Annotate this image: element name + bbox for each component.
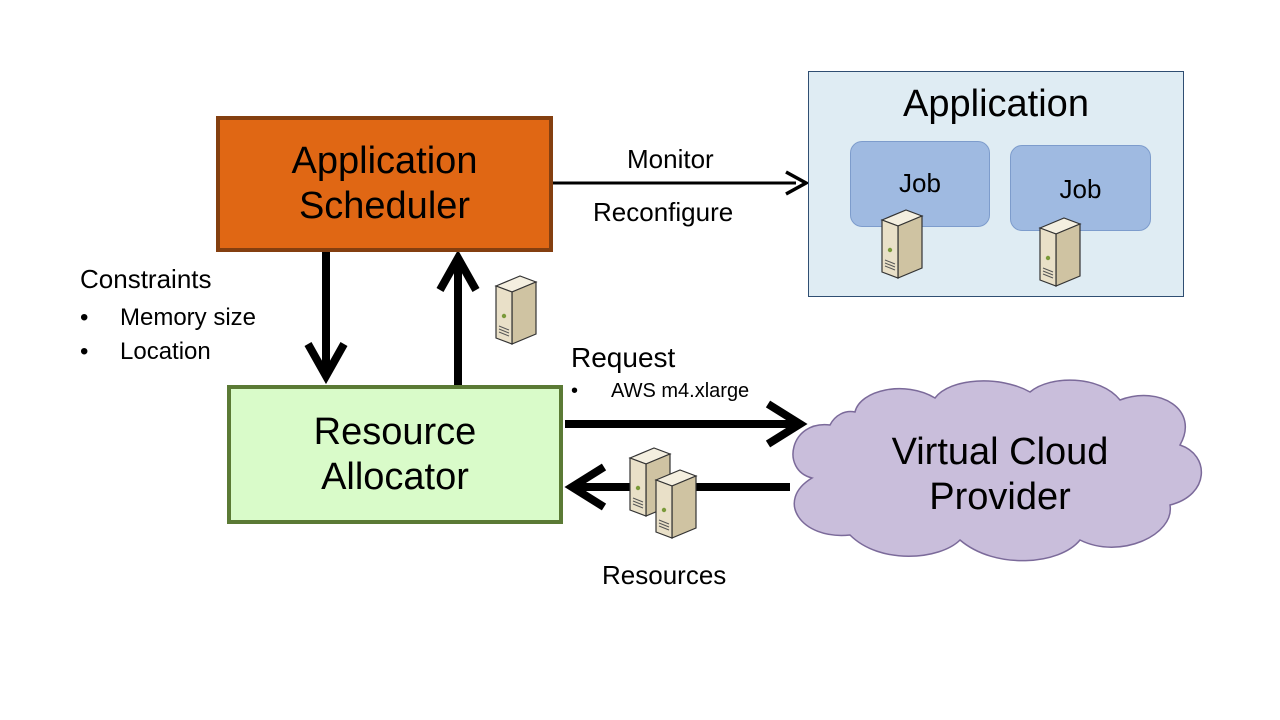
arrow-request [565,400,808,448]
resource-allocator-node: Resource Allocator [227,385,563,524]
allocator-label: Resource Allocator [313,410,477,498]
arrow-monitor [553,170,810,196]
request-item: •AWS m4.xlarge [571,380,750,402]
job-node: Job [850,141,990,227]
cloud-label: Virtual Cloud Provider [891,431,1109,518]
cloud-shape [792,379,1203,562]
job-label: Job [899,167,941,198]
job-label: Job [1059,173,1102,204]
server-icon [495,275,537,345]
constraint-item: •Memory size [80,304,257,331]
constraints-title: Constraints [80,264,212,294]
resources-label: Resources [602,560,727,590]
arrow-constraints [304,252,348,385]
server-icon [655,469,697,539]
job-node: Job [1010,145,1151,231]
reconfigure-label: Reconfigure [593,197,734,227]
request-title: Request [571,342,676,373]
application-label: Application [903,82,1089,125]
application-node: Application Job Job [808,71,1184,297]
constraint-item: •Location [80,338,211,365]
application-scheduler-node: Application Scheduler [216,116,553,252]
arrow-allocation-result [436,249,480,385]
monitor-label: Monitor [627,144,714,174]
scheduler-label: Application Scheduler [291,140,478,227]
